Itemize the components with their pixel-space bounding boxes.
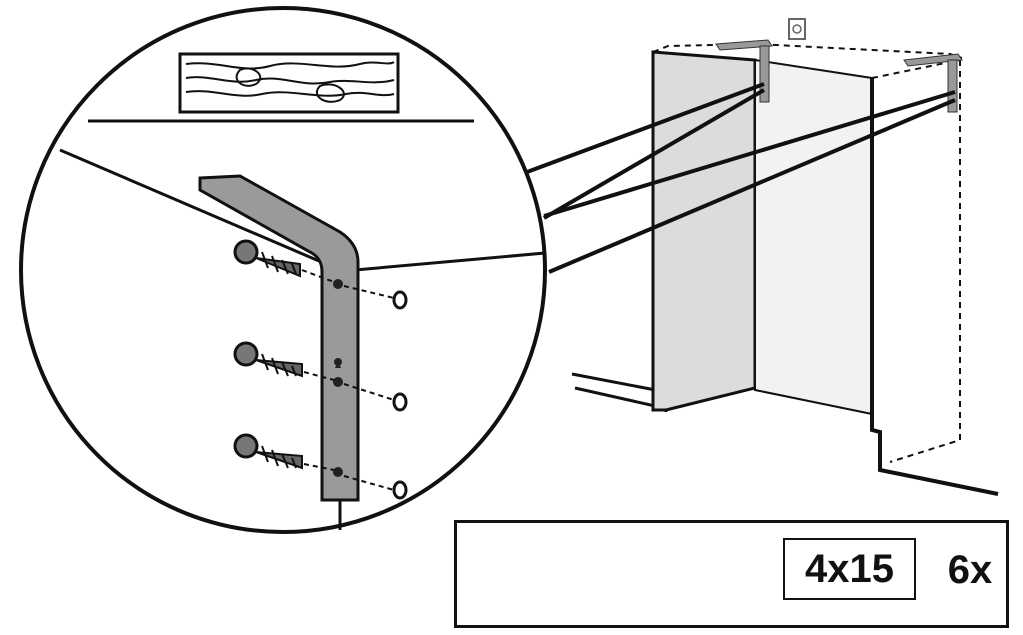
angle-bracket-icon (198, 174, 360, 502)
callout-lines (526, 82, 956, 274)
detail-zoom-circle (19, 6, 547, 534)
screw-size-label: 4x15 (783, 538, 916, 600)
screw-quantity-label: 6x (947, 547, 993, 592)
wood-board-icon (178, 52, 400, 114)
detail-screw-1 (233, 239, 301, 278)
parts-info-panel (454, 520, 1009, 628)
detail-screw-2 (233, 341, 303, 378)
cabinet-illustration (571, 18, 999, 496)
wall-plug-icon (392, 290, 408, 500)
cabinet-bracket-right (903, 53, 963, 113)
back-panel (754, 58, 873, 416)
cabinet-bracket-left (715, 39, 773, 103)
wall-outlet-icon (788, 18, 806, 40)
detail-screw-3 (233, 433, 303, 470)
